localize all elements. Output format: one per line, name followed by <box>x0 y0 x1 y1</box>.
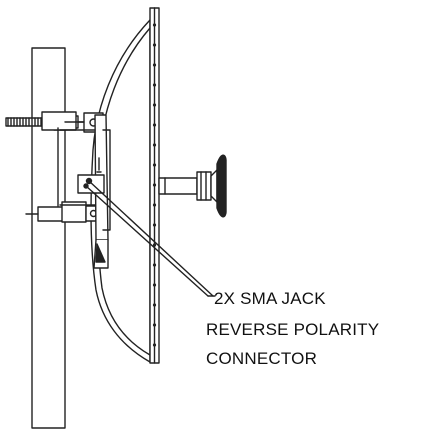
upper-clamp-bracket <box>41 111 104 133</box>
callout-line-3: CONNECTOR <box>206 349 317 368</box>
feed-horn <box>158 154 227 218</box>
rim-bolt-holes <box>152 23 157 347</box>
mounting-plate <box>57 114 111 269</box>
connector-callout: 2X SMA JACK REVERSE POLARITY CONNECTOR <box>206 289 379 368</box>
callout-line-1: 2X SMA JACK <box>214 289 326 308</box>
mast-pole <box>31 47 66 429</box>
callout-line-2: REVERSE POLARITY <box>206 320 379 339</box>
callout-leader-lines <box>85 180 216 297</box>
